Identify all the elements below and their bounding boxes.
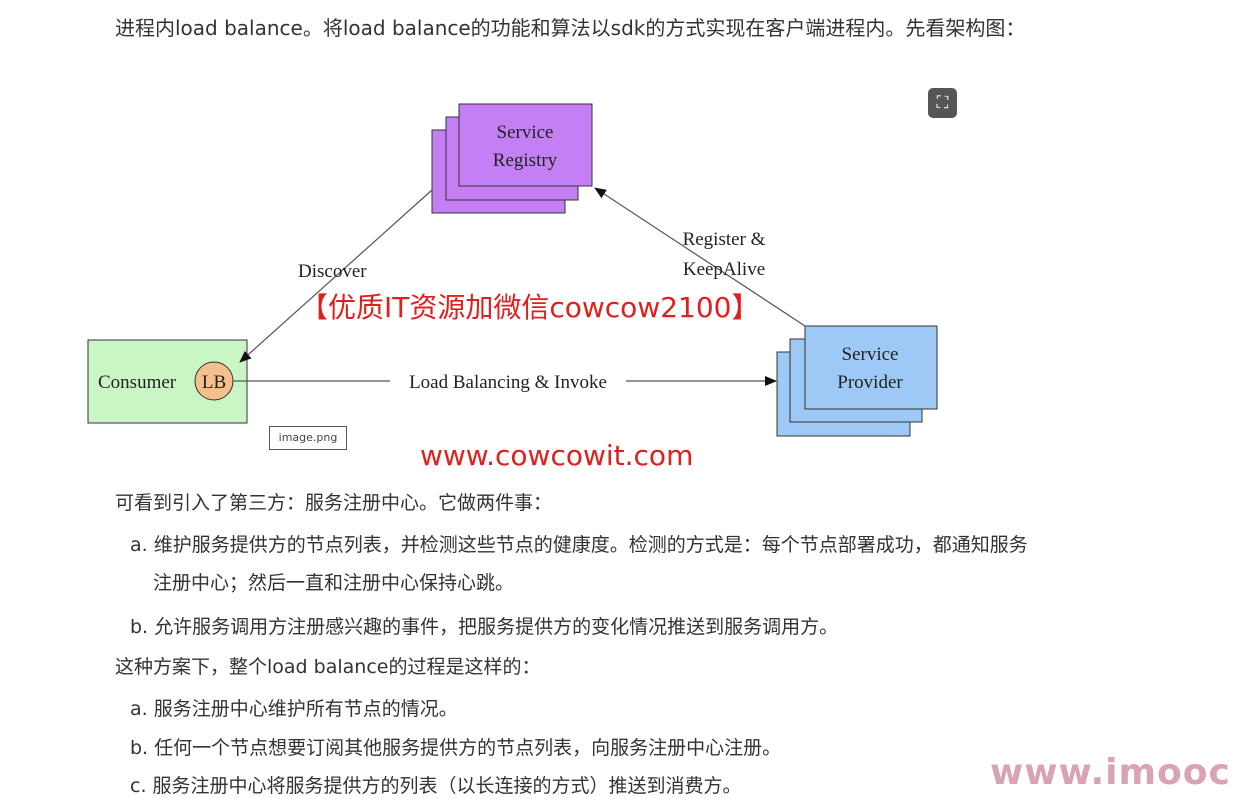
discover-arrow	[239, 189, 433, 363]
registry-label-1: Service	[497, 122, 554, 143]
service-registry-node: Service Registry	[431, 103, 593, 214]
list-item: b. 允许服务调用方注册感兴趣的事件，把服务提供方的变化情况推送到服务调用方。	[130, 616, 839, 638]
expand-icon[interactable]: ⛶	[928, 88, 957, 118]
paragraph-2: 这种方案下，整个load balance的过程是这样的：	[115, 656, 541, 678]
list-item: b. 任何一个节点想要订阅其他服务提供方的节点列表，向服务注册中心注册。	[130, 737, 782, 759]
architecture-diagram: Service Registry Service Provider Consum…	[87, 103, 938, 437]
invoke-label: Load Balancing & Invoke	[409, 372, 607, 393]
consumer-label: Consumer	[98, 372, 177, 393]
list-item: a. 维护服务提供方的节点列表，并检测这些节点的健康度。检测的方式是：每个节点部…	[130, 534, 1028, 556]
list-item-continued: 注册中心；然后一直和注册中心保持心跳。	[153, 572, 515, 594]
register-arrow	[594, 187, 806, 327]
provider-label-2: Provider	[837, 372, 903, 393]
intro-text: 进程内load balance。将load balance的功能和算法以sdk的…	[115, 16, 1026, 40]
service-provider-node: Service Provider	[776, 325, 938, 437]
register-label-2: KeepAlive	[683, 259, 765, 280]
lb-label: LB	[202, 372, 226, 393]
discover-label: Discover	[298, 261, 367, 282]
provider-label-1: Service	[842, 344, 899, 365]
registry-label-2: Registry	[493, 150, 558, 171]
site-watermark: www.cowcowit.com	[420, 439, 694, 472]
list-item: a. 服务注册中心维护所有节点的情况。	[130, 698, 458, 720]
image-filename-label: image.png	[269, 426, 347, 450]
imooc-watermark: www.imooc	[990, 752, 1231, 793]
consumer-node: Consumer LB	[87, 339, 248, 424]
wechat-watermark: 【优质IT资源加微信cowcow2100】	[300, 291, 760, 324]
list-item: c. 服务注册中心将服务提供方的列表（以长连接的方式）推送到消费方。	[130, 775, 742, 797]
register-label-1: Register &	[683, 229, 766, 250]
paragraph-1: 可看到引入了第三方：服务注册中心。它做两件事：	[115, 492, 553, 514]
